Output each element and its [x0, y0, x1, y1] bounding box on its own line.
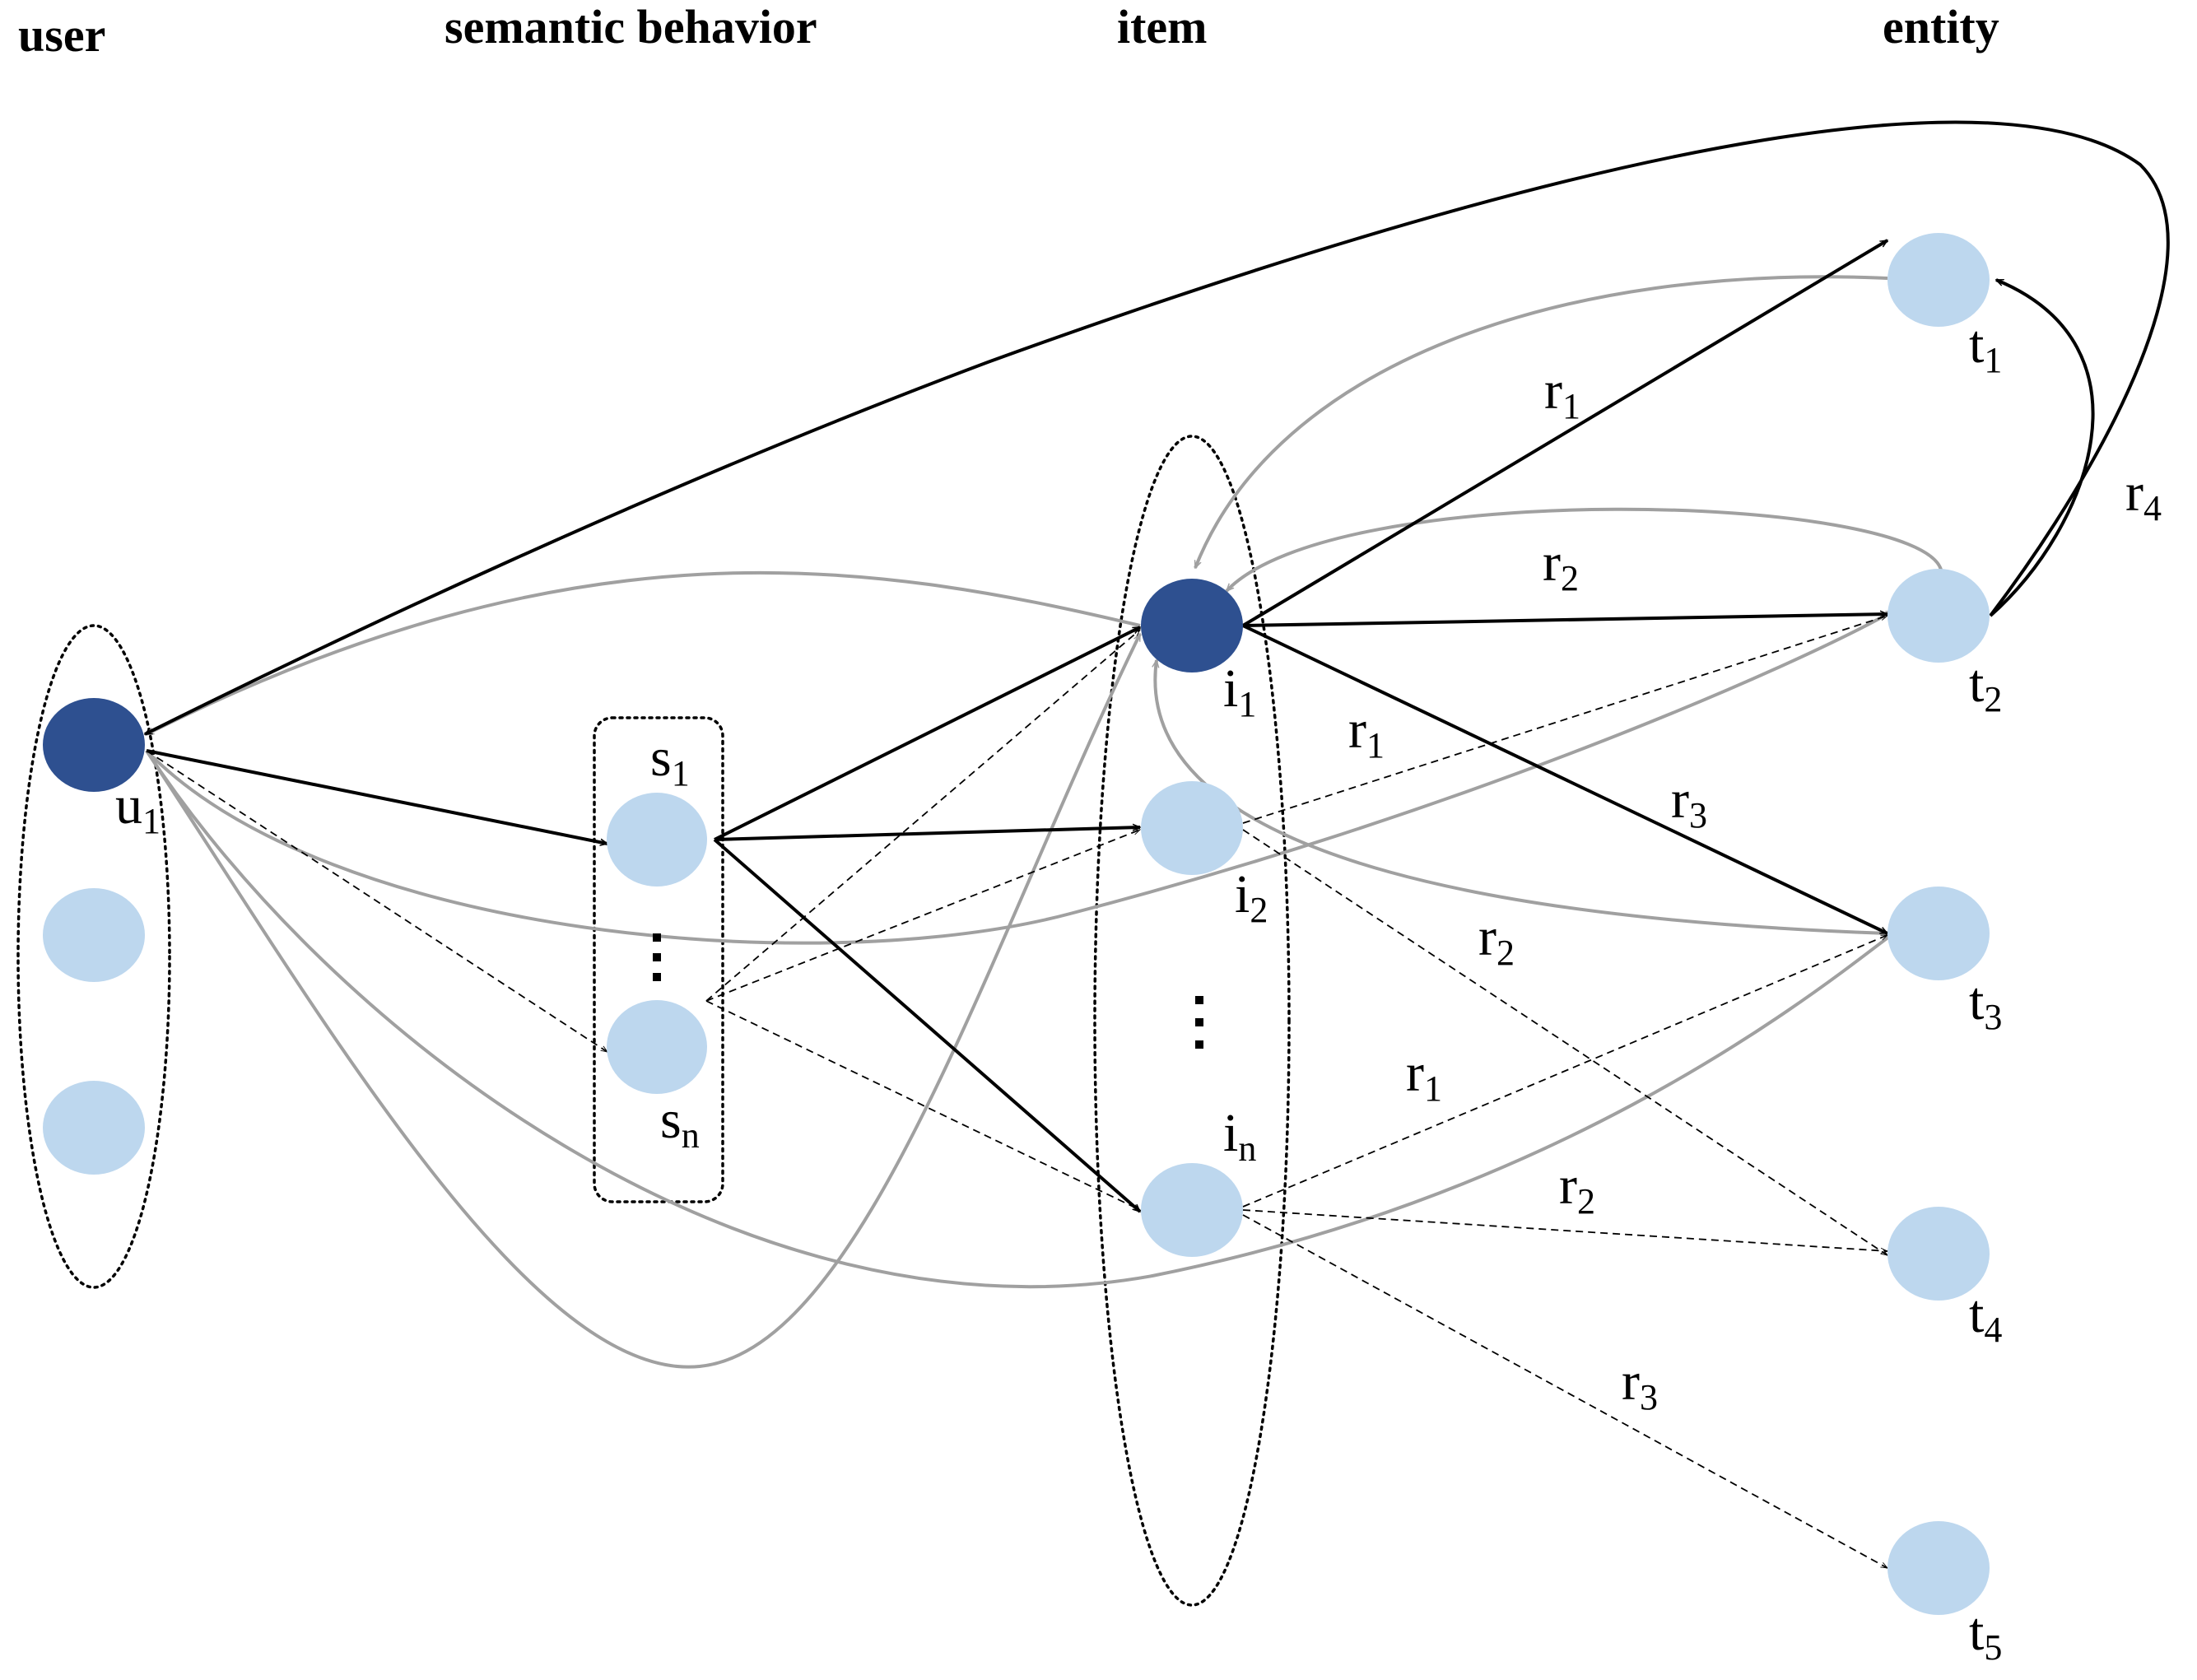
edge-t2-to-t1 [1989, 278, 2095, 617]
entity-node-t4[interactable] [1887, 1207, 1990, 1301]
relation-label-in-t4: r2 [1559, 1156, 1595, 1222]
node-label-i1: i1 [1223, 659, 1256, 724]
item-node-i1[interactable] [1141, 579, 1243, 672]
edge-i1-to-t2 [1242, 614, 1887, 627]
node-label-i2: i2 [1235, 864, 1268, 930]
edge-sn-to-i2 [705, 829, 1140, 1002]
node-label-u1: u1 [115, 775, 161, 841]
relation-label-i2-t2: r1 [1348, 700, 1385, 766]
user-node[interactable] [43, 888, 145, 982]
semantic-behavior-node-sn[interactable] [607, 1000, 707, 1094]
edge-sn-to-i1 [705, 630, 1140, 1002]
header-item: item [1117, 0, 1208, 54]
item-group-outline [1093, 435, 1291, 1607]
item-ellipsis [1195, 996, 1203, 1049]
semantic-behavior-ellipsis [653, 933, 661, 981]
semantic-behavior-group-outline [593, 716, 724, 1203]
entity-node-t1[interactable] [1887, 233, 1990, 327]
edge-i2-to-t4 [1242, 829, 1887, 1256]
relation-label-in-t5: r3 [1622, 1352, 1658, 1417]
edge-u1-to-t3 [145, 749, 1893, 1289]
node-label-t3: t3 [1969, 971, 2002, 1037]
header-user: user [18, 8, 105, 62]
edge-u1-to-i1 [145, 634, 1142, 1369]
edge-t1-to-i1 [1194, 275, 1888, 568]
edge-u1-to-t2 [145, 609, 1893, 945]
semantic-behavior-node-s1[interactable] [607, 793, 707, 887]
relation-label-i1-t1: r1 [1544, 361, 1580, 426]
node-label-t4: t4 [1969, 1284, 2002, 1350]
relation-label-t2-t1: r4 [2125, 463, 2162, 528]
edge-t2-to-u1 [145, 120, 2170, 736]
item-node-i2[interactable] [1141, 781, 1243, 875]
node-label-t5: t5 [1969, 1602, 2002, 1668]
entity-node-t5[interactable] [1887, 1521, 1990, 1615]
edge-sn-to-in [705, 1000, 1140, 1211]
edge-i1-to-u1 [147, 570, 1141, 736]
user-node-u1[interactable] [43, 698, 145, 792]
header-semantic-behavior: semantic behavior [445, 0, 817, 54]
edge-in-to-t5 [1242, 1214, 1887, 1569]
node-label-s1: s1 [650, 728, 690, 793]
header-entity: entity [1883, 0, 1999, 54]
edge-s1-to-i2 [714, 827, 1140, 841]
user-node[interactable] [43, 1081, 145, 1175]
user-group-outline [16, 624, 171, 1289]
edge-i1-to-t1 [1241, 239, 1887, 627]
relation-label-in-t3: r1 [1406, 1043, 1442, 1109]
edge-i2-to-t2 [1242, 616, 1887, 824]
node-label-t2: t2 [1969, 654, 2002, 719]
relation-label-i2-t4: r2 [1478, 907, 1515, 973]
edge-u1-to-s1 [146, 749, 607, 844]
relation-label-i1-t2: r2 [1543, 533, 1579, 598]
entity-node-t2[interactable] [1887, 569, 1990, 663]
entity-node-t3[interactable] [1887, 887, 1990, 980]
edge-in-to-t4 [1242, 1209, 1887, 1251]
node-label-sn: sn [660, 1090, 700, 1156]
node-label-t1: t1 [1969, 314, 2002, 380]
edge-s1-to-in [713, 838, 1140, 1213]
relation-label-i1-t3: r3 [1671, 770, 1707, 835]
edge-in-to-t3 [1242, 934, 1887, 1208]
edge-t3-to-i1 [1155, 660, 1888, 935]
edge-i1-to-t3 [1242, 624, 1887, 935]
node-label-in: in [1223, 1103, 1256, 1169]
item-node-in[interactable] [1141, 1163, 1243, 1257]
edge-u1-to-sn [146, 750, 607, 1053]
edge-s1-to-i1 [714, 626, 1140, 841]
edge-t2-to-i1 [1225, 507, 1943, 593]
